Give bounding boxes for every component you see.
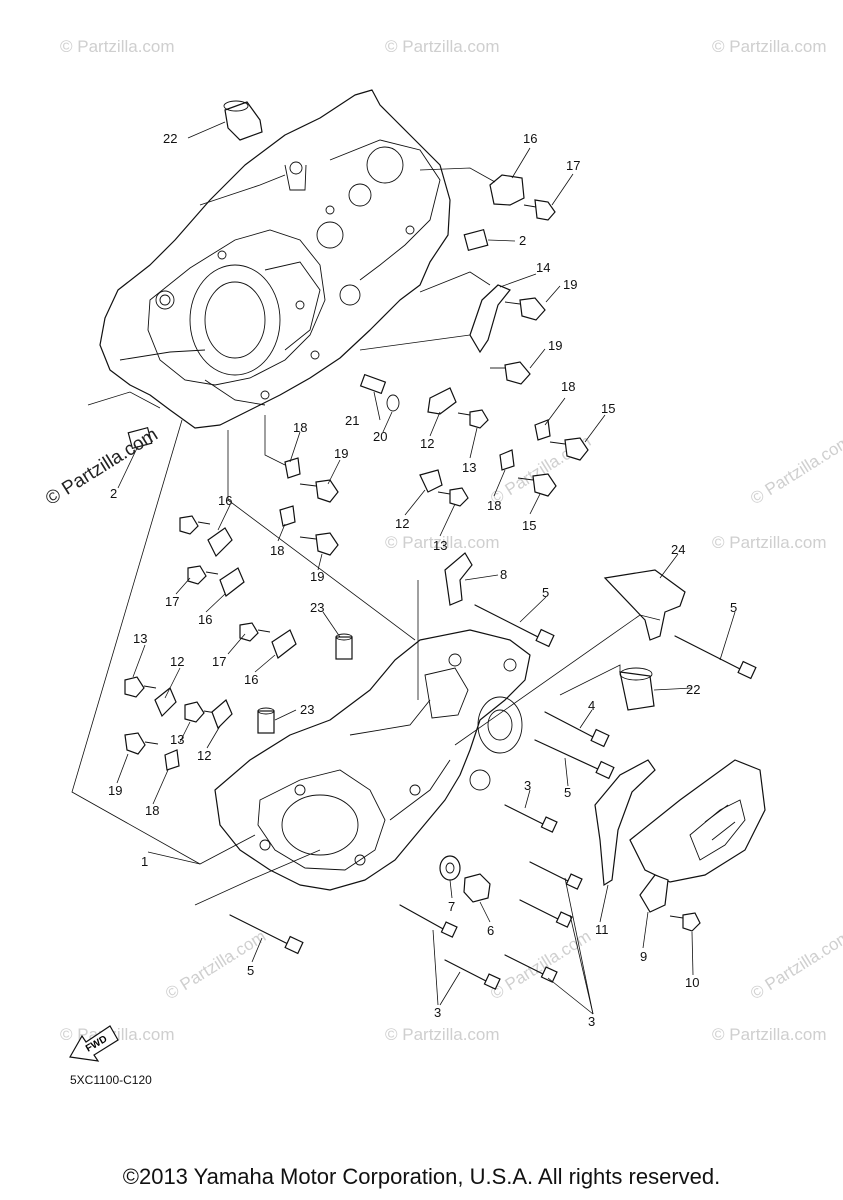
- watermark: © Partzilla.com: [712, 37, 827, 56]
- watermark: © Partzilla.com: [747, 927, 843, 1004]
- watermark: © Partzilla.com: [712, 1025, 827, 1044]
- callout-2: 2: [110, 486, 117, 501]
- watermark: © Partzilla.com: [487, 927, 594, 1004]
- callout-13: 13: [170, 732, 184, 747]
- callout-23: 23: [310, 600, 324, 615]
- callout-16: 16: [198, 612, 212, 627]
- callout-3: 3: [524, 778, 531, 793]
- callout-11: 11: [595, 922, 609, 937]
- watermark: © Partzilla.com: [385, 37, 500, 56]
- callout-17: 17: [165, 594, 179, 609]
- leader-lines: [71, 121, 736, 1015]
- callout-19: 19: [563, 277, 577, 292]
- callout-22: 22: [686, 682, 700, 697]
- callouts: 22 16 17 2 14 19 19 18 15 21 20 12 13 18…: [108, 131, 737, 1029]
- callout-17: 17: [566, 158, 580, 173]
- fwd-arrow-icon: FWD: [69, 1025, 119, 1062]
- callout-8: 8: [500, 567, 507, 582]
- callout-3: 3: [588, 1014, 595, 1029]
- callout-18: 18: [487, 498, 501, 513]
- callout-17: 17: [212, 654, 226, 669]
- watermark: © Partzilla.com: [712, 533, 827, 552]
- watermark: © Partzilla.com: [60, 1025, 175, 1044]
- callout-12: 12: [420, 436, 434, 451]
- parts-diagram: © Partzilla.com © Partzilla.com © Partzi…: [60, 37, 843, 1062]
- callout-3: 3: [434, 1005, 441, 1020]
- callout-14: 14: [536, 260, 550, 275]
- callout-5: 5: [730, 600, 737, 615]
- callout-19: 19: [310, 569, 324, 584]
- callout-18: 18: [293, 420, 307, 435]
- callout-18: 18: [561, 379, 575, 394]
- callout-5: 5: [247, 963, 254, 978]
- callout-22: 22: [163, 131, 177, 146]
- callout-12: 12: [170, 654, 184, 669]
- callout-12: 12: [395, 516, 409, 531]
- callout-10: 10: [685, 975, 699, 990]
- callout-24: 24: [671, 542, 685, 557]
- part-code: 5XC1100-C120: [70, 1073, 152, 1087]
- callout-16: 16: [218, 493, 232, 508]
- callout-19: 19: [548, 338, 562, 353]
- callout-16: 16: [523, 131, 537, 146]
- callout-9: 9: [640, 949, 647, 964]
- callout-5: 5: [542, 585, 549, 600]
- callout-7: 7: [448, 899, 455, 914]
- callout-19: 19: [334, 446, 348, 461]
- left-crankcase: [99, 89, 451, 429]
- callout-20: 20: [373, 429, 387, 444]
- watermark: © Partzilla.com: [385, 1025, 500, 1044]
- callout-13: 13: [133, 631, 147, 646]
- callout-1: 1: [141, 854, 148, 869]
- parts: [124, 100, 766, 990]
- callout-15: 15: [601, 401, 615, 416]
- callout-21: 21: [345, 413, 359, 428]
- callout-23: 23: [300, 702, 314, 717]
- callout-15: 15: [522, 518, 536, 533]
- callout-13: 13: [433, 538, 447, 553]
- callout-12: 12: [197, 748, 211, 763]
- callout-2: 2: [519, 233, 526, 248]
- copyright-notice: ©2013 Yamaha Motor Corporation, U.S.A. A…: [122, 1164, 721, 1189]
- callout-5: 5: [564, 785, 571, 800]
- callout-16: 16: [244, 672, 258, 687]
- watermark: © Partzilla.com: [60, 37, 175, 56]
- watermark: © Partzilla.com: [385, 533, 500, 552]
- callout-18: 18: [270, 543, 284, 558]
- callout-18: 18: [145, 803, 159, 818]
- callout-19: 19: [108, 783, 122, 798]
- callout-6: 6: [487, 923, 494, 938]
- watermark: © Partzilla.com: [747, 432, 843, 509]
- callout-4: 4: [588, 698, 595, 713]
- right-crankcase: [214, 629, 531, 891]
- callout-13: 13: [462, 460, 476, 475]
